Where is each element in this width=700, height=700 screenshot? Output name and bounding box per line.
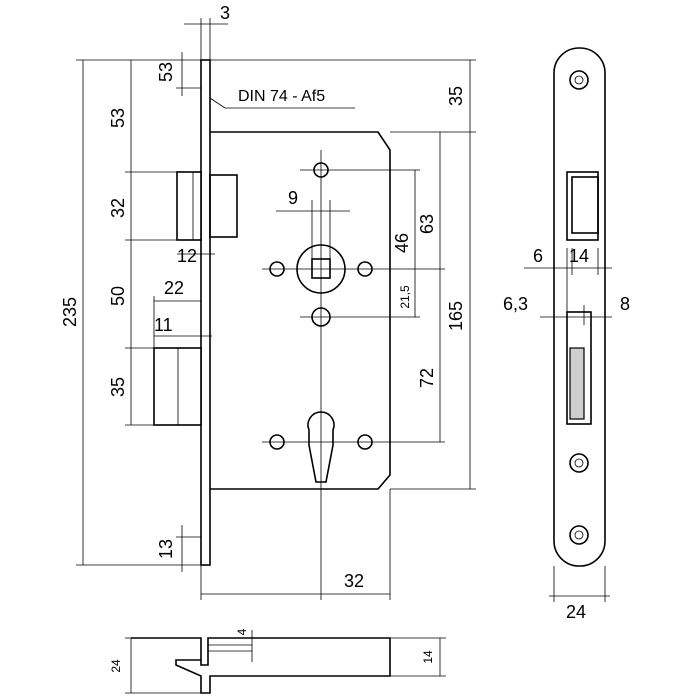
bottom-profile — [131, 637, 391, 694]
standard-label: DIN 74 - Af5 — [238, 88, 325, 105]
dim-spindle-to-top-fix: 46 — [392, 233, 412, 253]
dim-latch-offset: 6 — [533, 246, 543, 266]
bolt-slot — [566, 311, 592, 425]
dim-bottom-plate: 4 — [235, 628, 249, 635]
right-dimensions: 35 165 63 46 21,5 72 9 32 — [200, 59, 476, 600]
dim-bolt-offset: 6,3 — [503, 294, 528, 314]
dim-bottom-case: 14 — [421, 650, 435, 664]
side-view: 6 14 6,3 8 24 — [503, 47, 630, 622]
latch-bolt — [176, 171, 202, 241]
dim-spindle-to-cylinder: 72 — [417, 368, 437, 388]
dim-faceplate-thickness: 3 — [220, 3, 230, 23]
dim-top-to-latch: 53 — [108, 108, 128, 128]
dim-fix-spacing: 21,5 — [398, 285, 412, 309]
left-dimensions: 235 53 32 50 35 53 3 12 22 11 13 — [60, 3, 230, 572]
dim-latch-width: 14 — [569, 246, 589, 266]
dim-spindle-above: 63 — [417, 214, 437, 234]
front-view — [153, 59, 445, 600]
dim-backset: 32 — [344, 571, 364, 591]
dim-faceplate-width: 24 — [566, 602, 586, 622]
dim-spindle-square: 9 — [288, 188, 298, 208]
dim-top-hole-offset: 53 — [156, 62, 176, 82]
faceplate — [200, 59, 211, 566]
dim-deadbolt-throw: 22 — [164, 278, 184, 298]
dim-bolt-width: 8 — [620, 294, 630, 314]
bottom-view: 4 24 14 — [109, 628, 446, 694]
dim-deadbolt-depth: 11 — [154, 315, 173, 335]
cylinder-cutout — [307, 411, 335, 483]
dim-case-top-offset: 35 — [446, 86, 466, 106]
dim-deadbolt-height: 35 — [108, 377, 128, 397]
lock-case — [210, 131, 391, 490]
faceplate-side — [553, 47, 606, 567]
dim-latch-height: 32 — [108, 198, 128, 218]
latch-housing — [209, 174, 238, 238]
dim-case-height: 165 — [446, 301, 466, 331]
dim-latch-to-deadbolt: 50 — [108, 286, 128, 306]
deadbolt — [153, 347, 202, 426]
dim-latch-depth: 12 — [177, 246, 197, 266]
dim-bottom-hole-offset: 13 — [156, 539, 176, 559]
dim-bottom-height: 24 — [109, 659, 123, 673]
dim-overall-height: 235 — [60, 297, 80, 327]
